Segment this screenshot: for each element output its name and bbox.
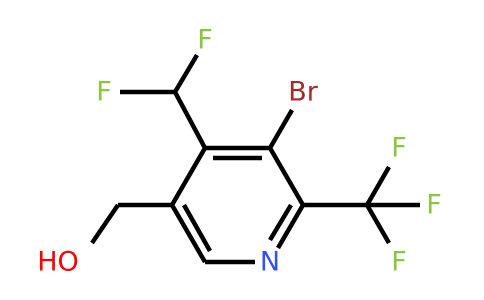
bond-c4-chf2 xyxy=(173,90,207,150)
bond-c2-n-double-inner xyxy=(268,203,293,242)
atom-f-cf3-top: F xyxy=(391,133,407,164)
atom-f-left: F xyxy=(96,77,112,108)
bond-c6-c5-double-inner xyxy=(182,203,212,253)
atom-ho: HO xyxy=(37,247,79,278)
atom-f-top: F xyxy=(197,25,213,56)
bond-c3-c2 xyxy=(268,146,305,207)
bond-layer xyxy=(90,53,420,265)
atom-br: Br xyxy=(288,77,319,108)
bond-cf3-f-bottom xyxy=(365,203,391,245)
atom-label-layer: F F Br F F F N HO xyxy=(37,25,442,278)
atom-n: N xyxy=(260,247,280,278)
bond-c2-n-double xyxy=(276,203,305,250)
bond-c6-c5-double xyxy=(170,203,207,264)
bond-chf2-c-f-top xyxy=(173,53,199,94)
atom-f-cf3-bottom: F xyxy=(391,247,407,278)
bond-cf3-f-top xyxy=(365,165,391,207)
atom-f-cf3-right: F xyxy=(426,190,442,221)
bond-c3-br xyxy=(268,108,294,150)
bond-ch2-o xyxy=(90,203,120,245)
bond-c5-c4 xyxy=(170,146,207,207)
